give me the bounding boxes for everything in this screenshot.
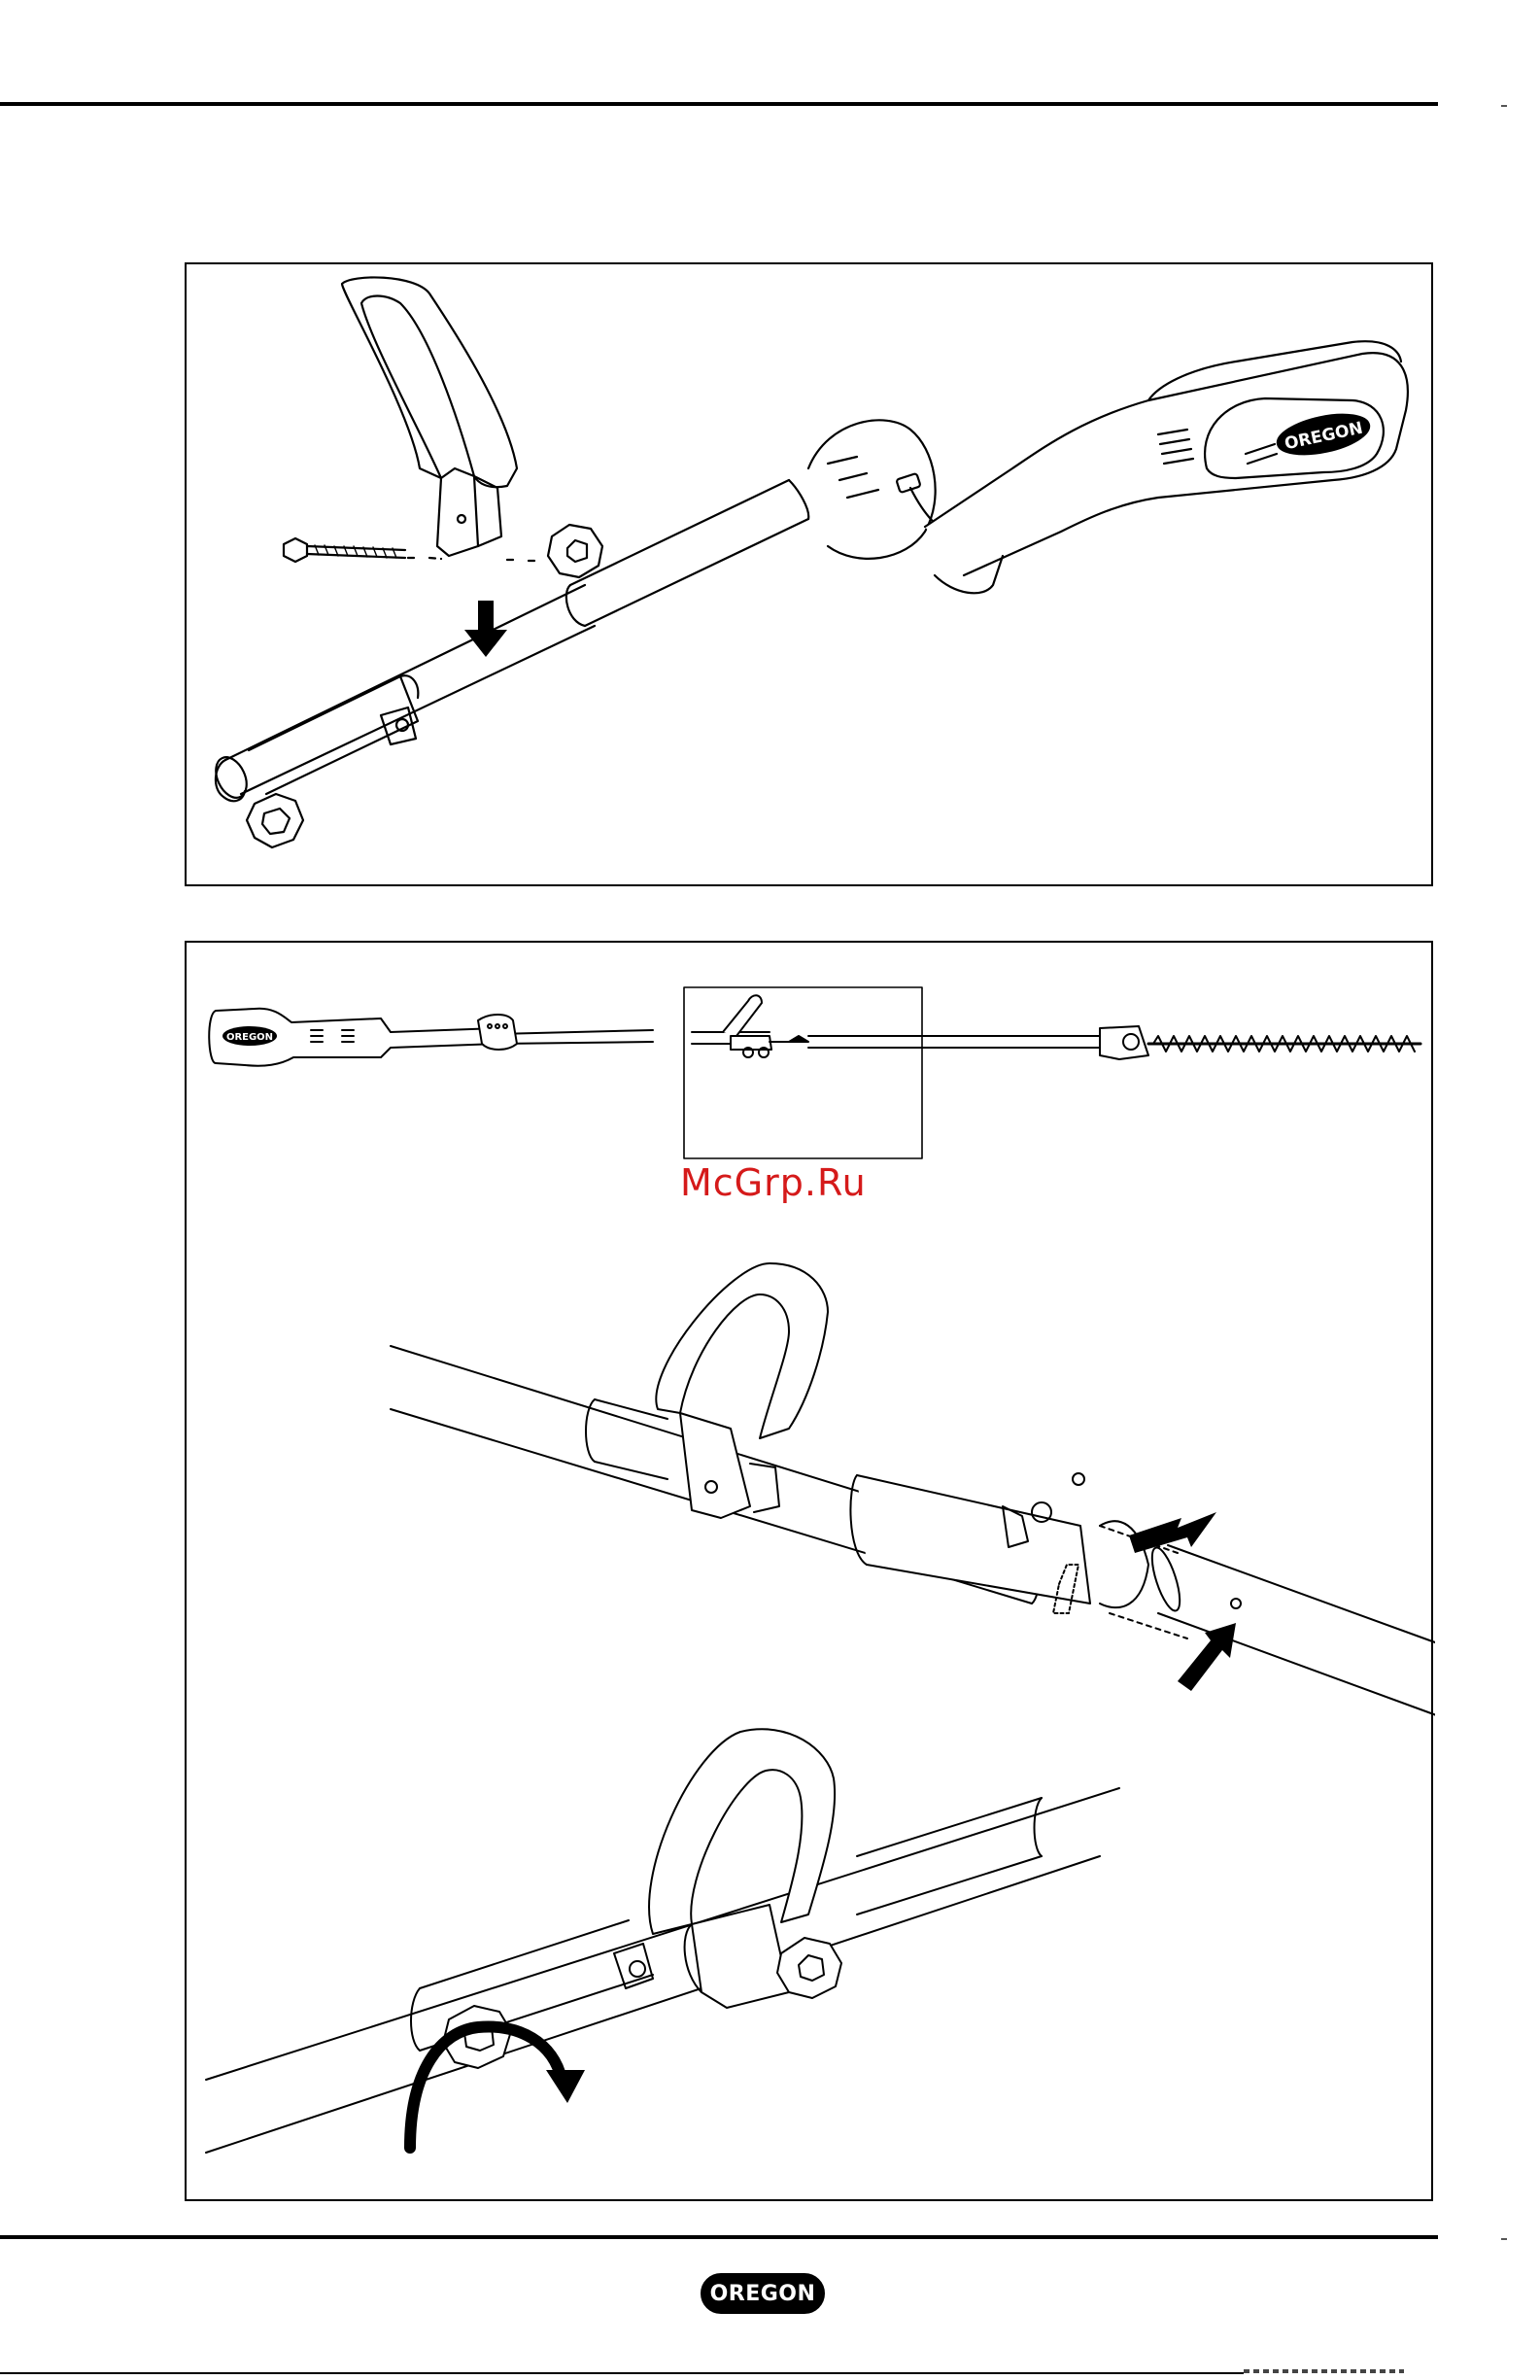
knob-top (548, 525, 602, 577)
edge-mark (1501, 105, 1507, 107)
handle-attach-illustration: OREGON (187, 264, 1435, 888)
detail-inset (684, 987, 922, 1158)
bolt (284, 538, 405, 562)
footer-fine-print (1244, 2369, 1404, 2373)
watermark-text: McGrp.Ru (680, 1161, 867, 1204)
footer-logo-text: OREGON (710, 2282, 816, 2306)
top-rule (0, 102, 1438, 106)
tighten-step (206, 1729, 1119, 2153)
overview-brand-label: OREGON (226, 1032, 273, 1043)
knob-bottom (247, 794, 303, 847)
arrow-up-icon (1178, 1623, 1236, 1691)
figure-extension-assembly: OREGON (185, 941, 1433, 2201)
overview-powerhead: OREGON (209, 1009, 653, 1066)
bottom-rule (0, 2235, 1438, 2239)
oregon-logo: OREGON (701, 2273, 825, 2314)
inset-detail (692, 995, 925, 1057)
footer-line (0, 2372, 1244, 2374)
d-handle (342, 277, 517, 556)
figure-handle-attach: OREGON (185, 262, 1433, 886)
arrow-down-icon (464, 601, 507, 657)
overview-hedge-attachment (925, 1026, 1420, 1059)
edge-mark (1501, 2238, 1507, 2240)
extension-assembly-illustration: OREGON (187, 943, 1435, 2203)
insertion-step (391, 1263, 1435, 1774)
